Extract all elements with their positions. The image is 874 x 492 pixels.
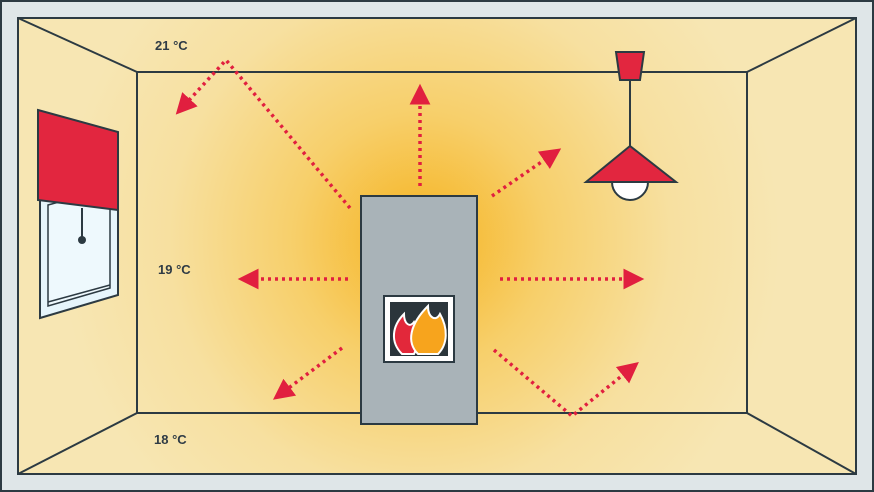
temperature-ceiling: 21 °C xyxy=(155,38,188,53)
temperature-middle: 19 °C xyxy=(158,262,191,277)
edge-bottom-right xyxy=(746,412,857,475)
window-icon xyxy=(37,108,119,320)
edge-top-left xyxy=(17,17,138,73)
arrow-ceiling-loop xyxy=(175,57,352,210)
edge-top-right xyxy=(746,17,857,73)
flame-icon xyxy=(393,303,447,355)
stove-icon xyxy=(360,195,478,425)
arrow-floor-loop xyxy=(492,348,639,419)
temperature-floor: 18 °C xyxy=(154,432,187,447)
heat-arrows xyxy=(175,57,645,419)
edge-bottom-left xyxy=(17,412,138,475)
pendant-lamp-icon xyxy=(583,51,679,201)
arrow-up-right xyxy=(491,148,562,198)
window-blind xyxy=(37,108,119,212)
